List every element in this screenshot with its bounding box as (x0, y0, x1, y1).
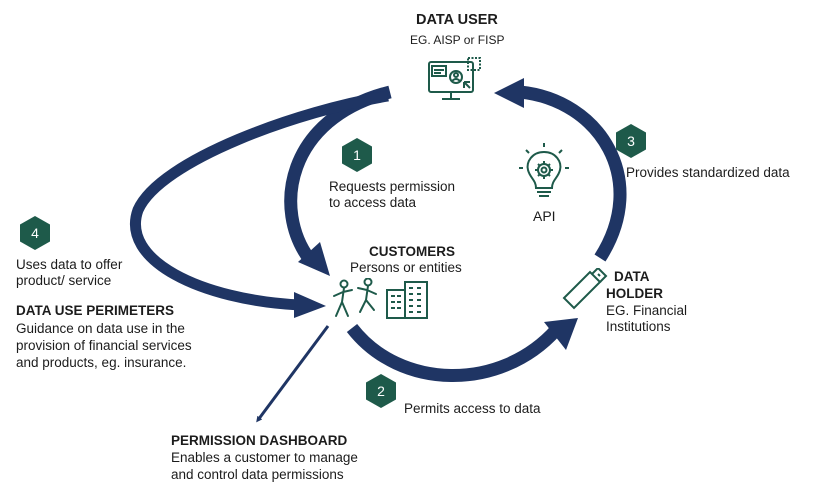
data-holder-title-line1: DATA (614, 269, 650, 284)
usb-drive-icon (560, 266, 608, 317)
data-holder-title-line2: HOLDER (606, 286, 663, 301)
arrow-provides-data (494, 78, 627, 262)
step-2-line1: Permits access to data (404, 401, 541, 416)
dashboard-title: PERMISSION DASHBOARD (171, 433, 348, 448)
step-1-line2: to access data (329, 195, 417, 210)
data-user-subtitle: EG. AISP or FISP (410, 33, 505, 47)
arrow-permit-access (346, 318, 578, 382)
step-3-number: 3 (627, 133, 635, 149)
customers-subtitle: Persons or entities (350, 260, 462, 275)
step-4-line1: Uses data to offer (16, 257, 123, 272)
data-holder-subtitle-line2: Institutions (606, 319, 671, 334)
step-4-line2: product/ service (16, 273, 112, 288)
step-1-number: 1 (353, 147, 361, 163)
lightbulb-gear-icon (518, 142, 570, 209)
perimeters-line1: Guidance on data use in the (16, 321, 185, 336)
customers-title: CUSTOMERS (369, 244, 456, 259)
step-4-badge: 4 (20, 216, 50, 250)
dashboard-line2: and control data permissions (171, 467, 344, 482)
step-1-line1: Requests permission (329, 179, 456, 194)
perimeters-line3: and products, eg. insurance. (16, 355, 187, 370)
step-3-line1: Provides standardized data (626, 165, 790, 180)
perimeters-line2: provision of financial services (16, 338, 192, 353)
step-2-number: 2 (377, 383, 385, 399)
step-2-badge: 2 (366, 374, 396, 408)
data-user-title: DATA USER (416, 12, 498, 28)
step-1-badge: 1 (342, 138, 372, 172)
data-holder-subtitle-line1: EG. Financial (606, 303, 688, 318)
api-label: API (533, 208, 556, 224)
step-4-number: 4 (31, 225, 39, 241)
buildings-icon (384, 278, 432, 325)
step-3-badge: 3 (616, 124, 646, 158)
people-icon (330, 277, 382, 327)
perimeters-title: DATA USE PERIMETERS (16, 303, 175, 318)
arrow-uses-data (130, 90, 389, 318)
arrow-permission-dashboard (256, 325, 330, 423)
computer-screen-user-icon (426, 56, 484, 111)
dashboard-line1: Enables a customer to manage (171, 450, 358, 465)
